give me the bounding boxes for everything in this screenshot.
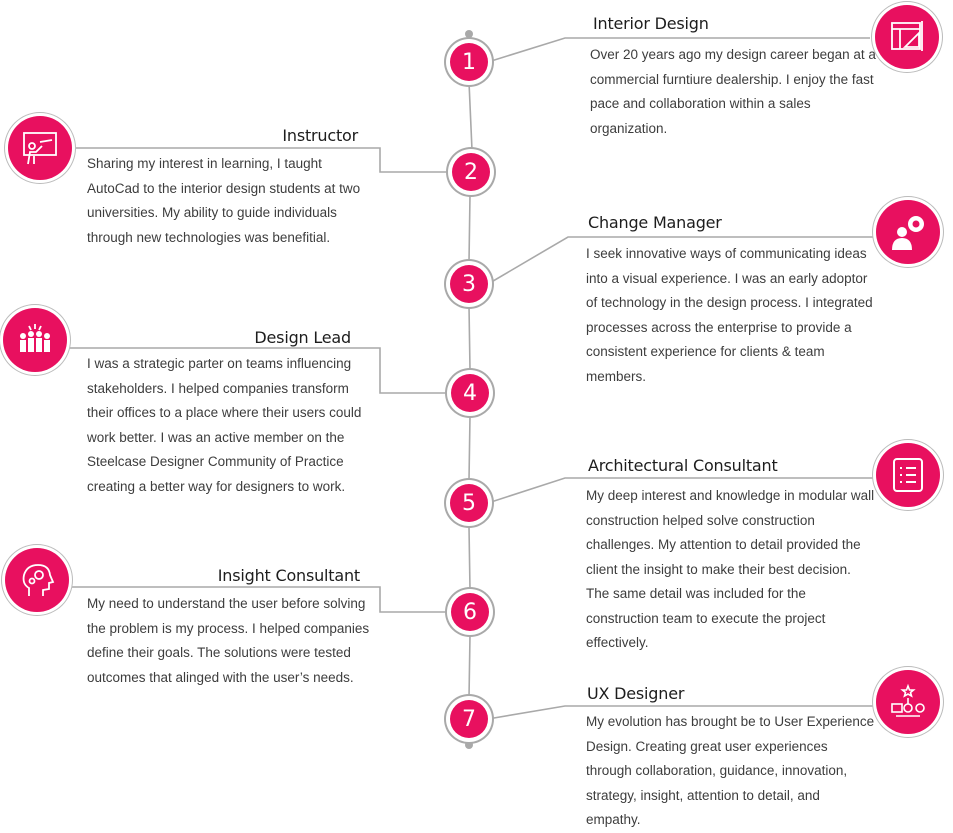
spine-end-dot	[465, 741, 473, 749]
role-title-interior-design: Interior Design	[593, 14, 709, 33]
spine-start-dot	[465, 30, 473, 38]
presentation-board-icon	[8, 116, 72, 180]
role-title-insight-consultant: Insight Consultant	[217, 566, 360, 585]
blueprint-icon	[875, 5, 939, 69]
role-title-architectural-consultant: Architectural Consultant	[588, 456, 778, 475]
team-group-icon	[3, 308, 67, 372]
role-title-instructor: Instructor	[282, 126, 358, 145]
connector-5	[487, 477, 880, 504]
head-gears-icon	[5, 548, 69, 612]
role-text-design-lead: I was a strategic parter on teams influe…	[87, 356, 362, 494]
role-text-ux-designer: My evolution has brought be to User Expe…	[586, 714, 875, 827]
timeline-node-6: 6	[451, 593, 489, 631]
role-text-insight-consultant: My need to understand the user before so…	[87, 596, 370, 685]
timeline-node-7: 7	[450, 700, 488, 738]
node-number: 6	[463, 599, 477, 625]
idea-person-icon	[876, 200, 940, 264]
timeline-node-5: 5	[450, 484, 488, 522]
role-title-design-lead: Design Lead	[254, 328, 351, 347]
role-title-ux-designer: UX Designer	[587, 684, 685, 703]
role-text-architectural-consultant: My deep interest and knowledge in modula…	[586, 488, 875, 650]
timeline-node-1: 1	[450, 43, 488, 81]
role-text-interior-design: Over 20 years ago my design career began…	[590, 47, 876, 136]
timeline-node-4: 4	[451, 374, 489, 412]
node-number: 4	[463, 380, 477, 406]
timeline-node-3: 3	[450, 265, 488, 303]
connector-6	[72, 586, 452, 613]
connector-4	[70, 347, 452, 394]
node-number: 2	[464, 159, 478, 185]
node-number: 1	[462, 49, 476, 75]
connector-1	[487, 37, 870, 63]
role-title-change-manager: Change Manager	[588, 213, 722, 232]
ux-flow-icon	[876, 670, 940, 734]
connector-3	[487, 236, 880, 285]
checklist-icon	[876, 443, 940, 507]
timeline-node-2: 2	[452, 153, 490, 191]
connector-7	[487, 705, 880, 720]
node-number: 7	[462, 706, 476, 732]
role-text-instructor: Sharing my interest in learning, I taugh…	[87, 156, 361, 245]
connector-2	[76, 147, 452, 173]
node-number: 5	[462, 490, 476, 516]
node-number: 3	[462, 271, 476, 297]
role-text-change-manager: I seek innovative ways of communicating …	[586, 246, 873, 384]
